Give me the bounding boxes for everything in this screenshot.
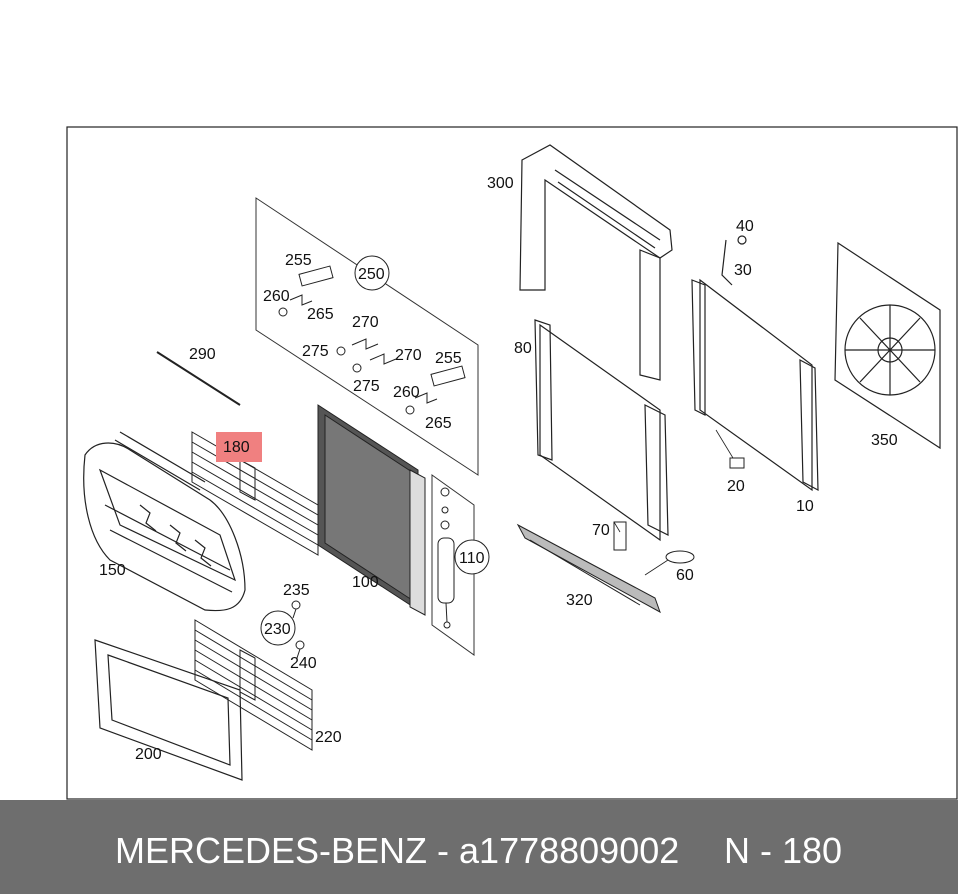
part-100-condenser — [317, 404, 426, 616]
small-parts-20-60-70 — [613, 457, 745, 564]
label-200: 200 — [135, 746, 162, 763]
kit-250-small-parts — [278, 265, 466, 415]
label-350: 350 — [871, 432, 898, 449]
part-230-fasteners — [291, 600, 305, 659]
parts-diagram: 10 20 30 40 60 70 80 100 110 150 180 200… — [66, 126, 958, 800]
label-265-a: 265 — [307, 306, 334, 323]
part-350-fan — [834, 241, 941, 450]
leader-lines — [613, 429, 734, 576]
label-275-b: 275 — [353, 378, 380, 395]
label-180: 180 — [223, 439, 250, 456]
footer-part-number: MERCEDES-BENZ - a1778809002 — [115, 830, 680, 871]
label-110: 110 — [459, 550, 485, 567]
label-320: 320 — [566, 592, 593, 609]
label-235: 235 — [283, 582, 310, 599]
footer-position: N - 180 — [724, 830, 843, 871]
label-255-b: 255 — [435, 350, 462, 367]
label-290: 290 — [189, 346, 216, 363]
part-220-louver — [194, 619, 313, 751]
kit-110-outline — [431, 474, 475, 656]
callout-circle-250 — [354, 255, 390, 291]
part-10-radiator — [691, 278, 819, 492]
label-10: 10 — [796, 498, 814, 515]
part-110-dryer — [437, 487, 455, 629]
diagram-frame — [66, 126, 958, 800]
label-60: 60 — [676, 567, 694, 584]
kit-250-outline — [255, 197, 479, 476]
part-180-louver — [191, 431, 319, 556]
label-260-b: 260 — [393, 384, 420, 401]
label-255-a: 255 — [285, 252, 312, 269]
label-40: 40 — [736, 218, 754, 235]
callout-circle-110 — [454, 539, 490, 575]
label-265-b: 265 — [425, 415, 452, 432]
label-20: 20 — [727, 478, 745, 495]
part-150-air-guide — [83, 431, 246, 612]
label-30: 30 — [734, 262, 752, 279]
label-220: 220 — [315, 729, 342, 746]
label-230: 230 — [264, 621, 291, 638]
highlight-180 — [216, 432, 262, 462]
part-300-cross-member — [519, 144, 673, 381]
label-260-a: 260 — [263, 288, 290, 305]
part-80-radiator — [534, 319, 669, 542]
part-320-panel — [516, 523, 661, 614]
label-250: 250 — [358, 266, 385, 283]
label-150: 150 — [99, 562, 126, 579]
label-100: 100 — [352, 574, 379, 591]
label-270-a: 270 — [352, 314, 379, 331]
part-200-frame — [94, 639, 243, 781]
label-270-b: 270 — [395, 347, 422, 364]
part-290-strip — [156, 351, 241, 406]
label-240: 240 — [290, 655, 317, 672]
label-70: 70 — [592, 522, 610, 539]
label-275-a: 275 — [302, 343, 329, 360]
label-80: 80 — [514, 340, 532, 357]
label-300: 300 — [487, 175, 514, 192]
part-30-40-bracket — [721, 235, 747, 286]
footer-bar: MERCEDES-BENZ - a1778809002 N - 180 — [0, 800, 958, 894]
callout-circle-230 — [260, 610, 296, 646]
